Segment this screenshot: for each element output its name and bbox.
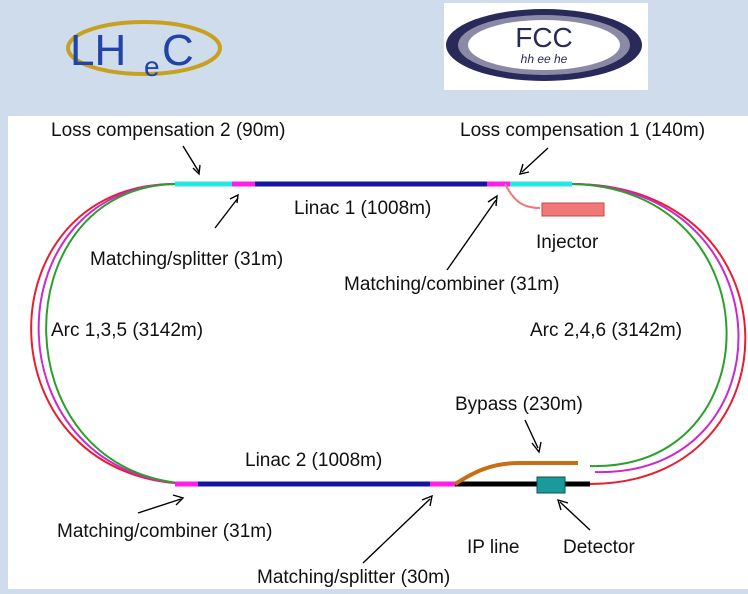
callout-arrows [137, 145, 591, 564]
arc-green [45, 183, 728, 485]
label-loss-compensation-2: Loss compensation 2 (90m) [51, 120, 285, 141]
label-injector: Injector [536, 232, 599, 253]
label-ip-line: IP line [467, 537, 519, 558]
fcc-logo: FCC hh ee he [444, 3, 648, 90]
lhec-logo: LH e C [66, 10, 226, 90]
erl-diagram-panel: Loss compensation 2 (90m) Loss compensat… [8, 116, 748, 589]
label-matching-splitter-30: Matching/splitter (30m) [257, 567, 450, 588]
label-bypass: Bypass (230m) [455, 394, 583, 415]
arc-magenta [37, 183, 740, 485]
fcc-logo-subtitle: hh ee he [521, 52, 568, 66]
label-loss-compensation-1: Loss compensation 1 (140m) [460, 120, 705, 141]
injector-line [504, 183, 541, 209]
label-matching-combiner-31-bottom: Matching/combiner (31m) [57, 521, 272, 542]
injector-box [541, 202, 605, 217]
svg-text:LH: LH [70, 26, 126, 75]
label-linac-1: Linac 1 (1008m) [294, 198, 431, 219]
label-arc-1-3-5: Arc 1,3,5 (3142m) [51, 320, 203, 341]
arc-red [30, 183, 747, 485]
svg-text:e: e [144, 51, 160, 82]
fcc-logo-title: FCC [515, 22, 573, 53]
label-matching-combiner-31-top: Matching/combiner (31m) [344, 274, 559, 295]
label-matching-splitter-31: Matching/splitter (31m) [90, 249, 283, 270]
arc-loops [30, 183, 747, 485]
detector-box [536, 476, 566, 494]
label-arc-2-4-6: Arc 2,4,6 (3142m) [530, 320, 682, 341]
svg-text:C: C [162, 26, 194, 75]
label-linac-2: Linac 2 (1008m) [245, 450, 382, 471]
label-detector: Detector [563, 537, 635, 558]
bypass-line [453, 461, 578, 486]
